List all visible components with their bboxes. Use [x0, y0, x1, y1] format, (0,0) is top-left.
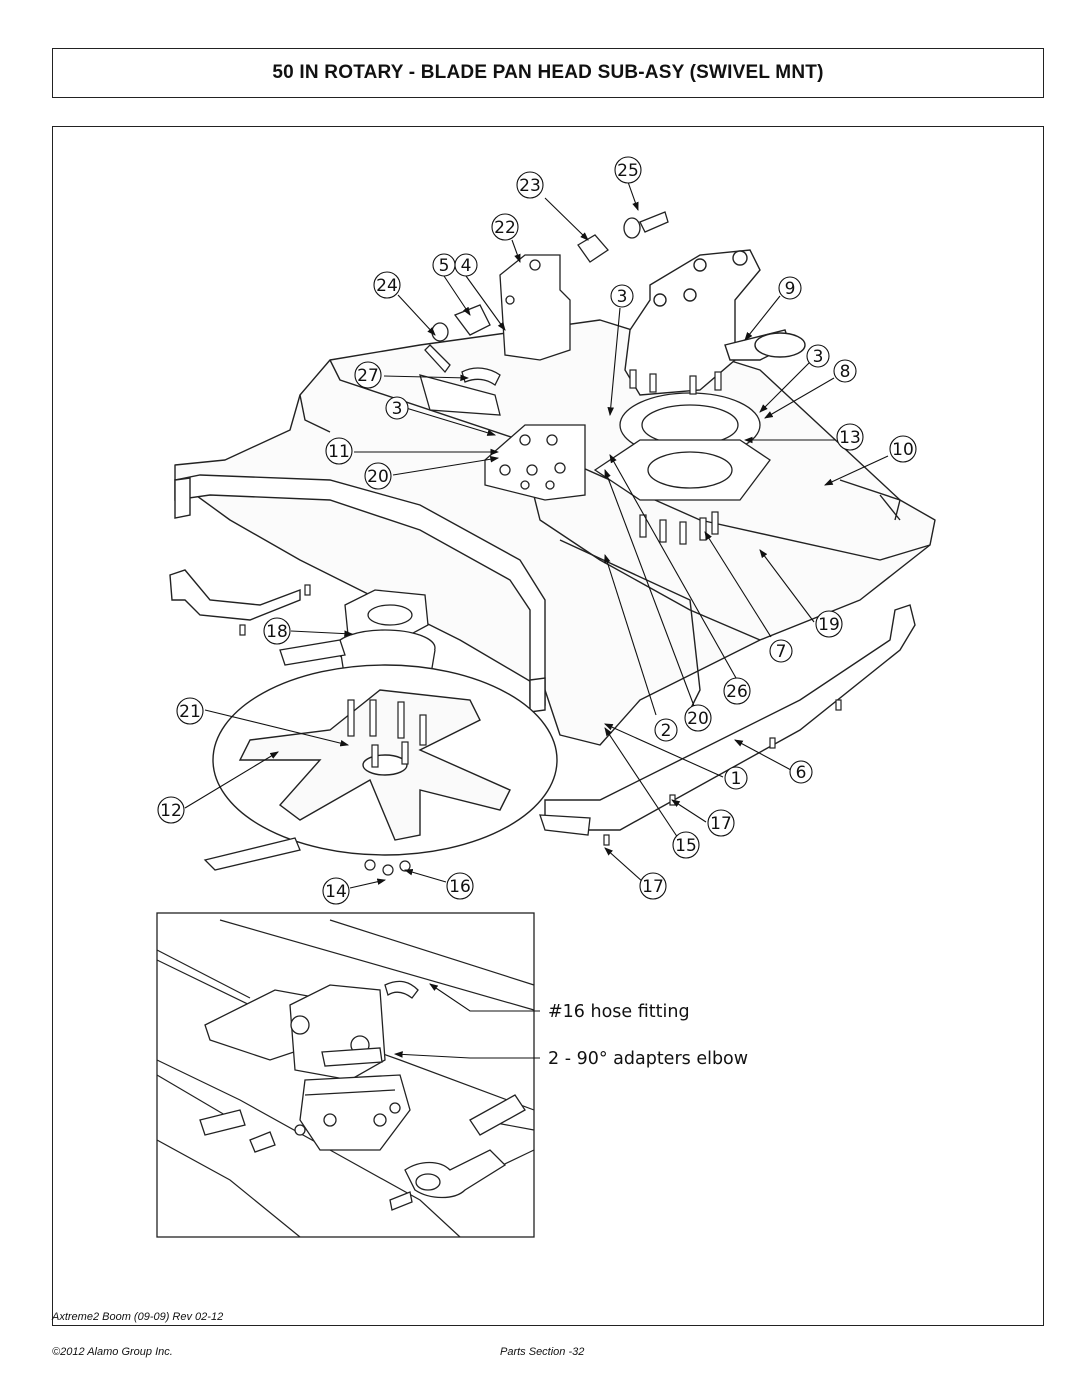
- callout-11: 11: [328, 442, 350, 462]
- swivel-bolts: [629, 369, 722, 545]
- callout-17-lower: 17: [642, 877, 664, 897]
- callout-27: 27: [357, 366, 379, 386]
- detail-inset: [156, 912, 540, 1238]
- callout-labels: 25 23 22 5 4 24 3 9 27 3 3 8 13 10 11 20…: [157, 156, 917, 905]
- blade-hardware: [239, 584, 842, 876]
- boom-frame-rails: [169, 474, 916, 831]
- callout-19: 19: [818, 615, 840, 635]
- page-number: Parts Section -32: [500, 1346, 585, 1358]
- swivel-ring-plate: [593, 392, 771, 501]
- callout-10: 10: [892, 440, 914, 460]
- hydraulic-fittings: [419, 211, 669, 416]
- callout-9: 9: [785, 279, 796, 299]
- callout-12: 12: [160, 801, 182, 821]
- callout-20-lower: 20: [687, 709, 709, 729]
- carrier-bolts: [347, 699, 427, 768]
- callout-16: 16: [449, 877, 471, 897]
- callout-1: 1: [731, 769, 742, 789]
- callout-3-top: 3: [617, 287, 628, 307]
- callout-5: 5: [439, 256, 450, 276]
- callout-15: 15: [675, 836, 697, 856]
- callout-6: 6: [796, 763, 807, 783]
- document-reference: Axtreme2 Boom (09-09) Rev 02-12: [52, 1311, 224, 1323]
- callout-4: 4: [461, 256, 472, 276]
- note-adapters-elbow: 2 - 90° adapters elbow: [548, 1049, 748, 1069]
- diagram-frame: [52, 126, 1044, 1326]
- callout-2: 2: [661, 721, 672, 741]
- mounting-plate: [484, 424, 586, 501]
- callout-3-left: 3: [392, 399, 403, 419]
- page-title: 50 IN ROTARY - BLADE PAN HEAD SUB-ASY (S…: [272, 62, 824, 83]
- callout-13: 13: [839, 428, 861, 448]
- callout-22: 22: [494, 218, 516, 238]
- callout-18: 18: [266, 622, 288, 642]
- callout-7: 7: [776, 642, 787, 662]
- inset-leaders: [393, 983, 540, 1059]
- page-title-box: 50 IN ROTARY - BLADE PAN HEAD SUB-ASY (S…: [52, 48, 1044, 98]
- callout-3-right: 3: [813, 347, 824, 367]
- callout-14: 14: [325, 882, 347, 902]
- callout-leaders: [184, 181, 889, 889]
- callout-8: 8: [840, 362, 851, 382]
- inset-motor-assembly: [199, 980, 526, 1211]
- cutting-blades: [203, 639, 591, 871]
- callout-26: 26: [726, 682, 748, 702]
- callout-25: 25: [617, 161, 639, 181]
- callout-17-upper: 17: [710, 814, 732, 834]
- callout-23: 23: [519, 176, 541, 196]
- callout-24: 24: [376, 276, 398, 296]
- note-hose-fitting: #16 hose fitting: [548, 1002, 690, 1022]
- callout-21: 21: [179, 702, 201, 722]
- callout-20-upper: 20: [367, 467, 389, 487]
- copyright-notice: ©2012 Alamo Group Inc.: [52, 1346, 173, 1358]
- motor-bracket: [499, 254, 571, 361]
